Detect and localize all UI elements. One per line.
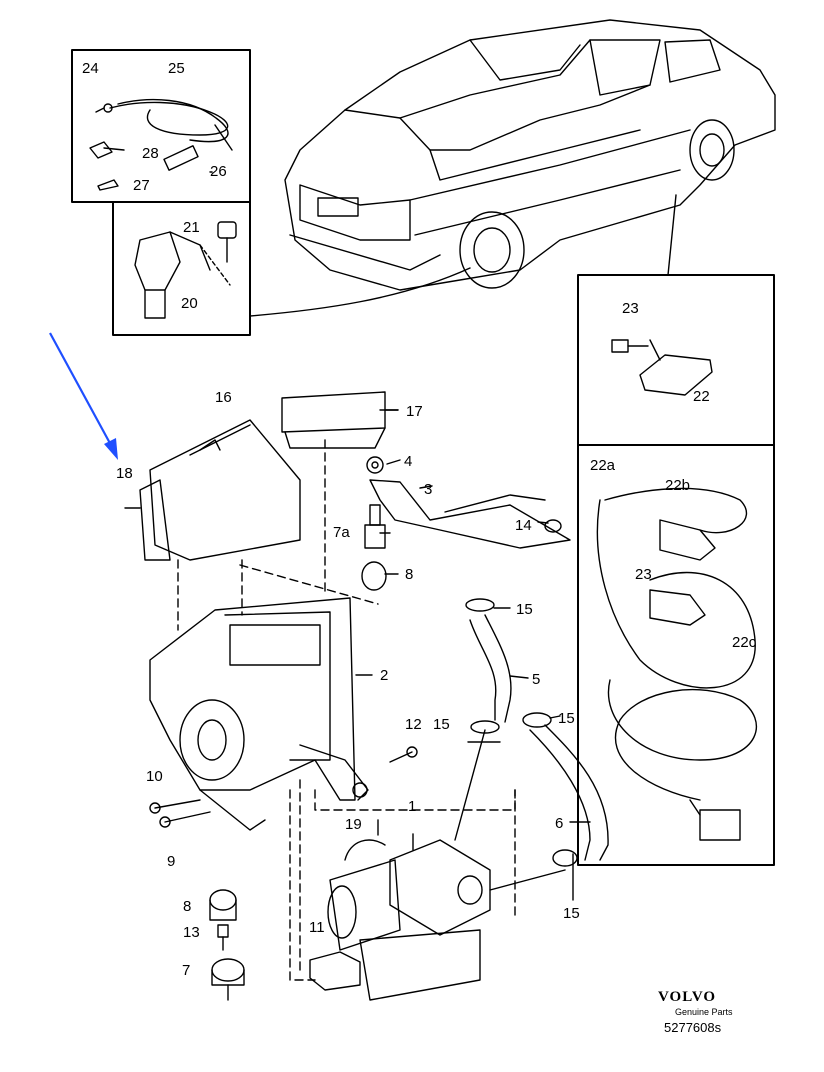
callout-22b: 22b [665,477,690,494]
callout-leaders [355,409,591,901]
hose-upper [454,598,512,841]
control-unit [281,391,399,449]
callout-8-upper: 8 [405,566,413,583]
car-illustration [284,19,776,291]
speed-sensor [134,221,237,319]
callout-22a: 22a [590,457,616,474]
callout-15-c: 15 [558,710,575,727]
callout-20: 20 [181,295,198,312]
callout-12: 12 [405,716,422,733]
callout-27: 27 [133,177,150,194]
callout-22c: 22c [732,634,757,651]
callout-15-d: 15 [563,905,580,922]
bracket-plate [366,456,571,549]
callout-22: 22 [693,388,710,405]
control-module-bracket [124,419,301,561]
assembly-lines [177,439,516,981]
brand-footer: VOLVO Genuine Parts 5277608s [658,989,733,1035]
callout-9: 9 [167,853,175,870]
callout-7a: 7a [333,524,350,541]
diagram-code: 5277608s [664,1020,722,1035]
callout-10: 10 [146,768,163,785]
callout-4: 4 [404,453,412,470]
leader-line [667,194,677,276]
leader-line [249,267,471,317]
callout-28: 28 [142,145,159,162]
callout-24: 24 [82,60,99,77]
inset-harness-box [577,444,775,866]
callout-19: 19 [345,816,362,833]
callout-6: 6 [555,815,563,832]
callout-11: 11 [309,919,325,936]
callout-18: 18 [116,465,133,482]
callout-21: 21 [183,219,200,236]
callout-23-top: 23 [622,300,639,317]
callout-14: 14 [515,517,532,534]
callout-17: 17 [406,403,423,420]
genuine-parts-label: Genuine Parts [675,1007,733,1017]
wiring-harness-small [89,98,233,191]
inset-sensor-box [112,201,251,336]
callout-2: 2 [380,667,388,684]
callout-labels: 24 25 28 26 27 21 20 23 22 22a 22b 23 22… [82,60,757,979]
callout-26: 26 [210,163,227,180]
callout-15-b: 15 [433,716,450,733]
callout-16: 16 [215,389,232,406]
callout-25: 25 [168,60,185,77]
rubber-mounts [361,504,562,591]
callout-23-bottom: 23 [635,566,652,583]
callout-13: 13 [183,924,200,941]
pointer-arrow [49,332,118,460]
hose-lower [522,712,609,867]
callout-7: 7 [182,962,190,979]
callout-5: 5 [532,671,540,688]
small-mounts-lower [209,889,245,1001]
callout-1: 1 [408,798,416,815]
inset-position-sensor-box [577,274,775,446]
sensor-harness [596,487,757,841]
callout-3: 3 [424,481,432,498]
main-bracket [149,597,369,831]
bolts [149,741,501,836]
actuator-unit [309,839,566,1001]
position-sensor [611,339,713,396]
callout-8-lower: 8 [183,898,191,915]
callout-15-a: 15 [516,601,533,618]
volvo-logo-text: VOLVO [658,989,716,1005]
